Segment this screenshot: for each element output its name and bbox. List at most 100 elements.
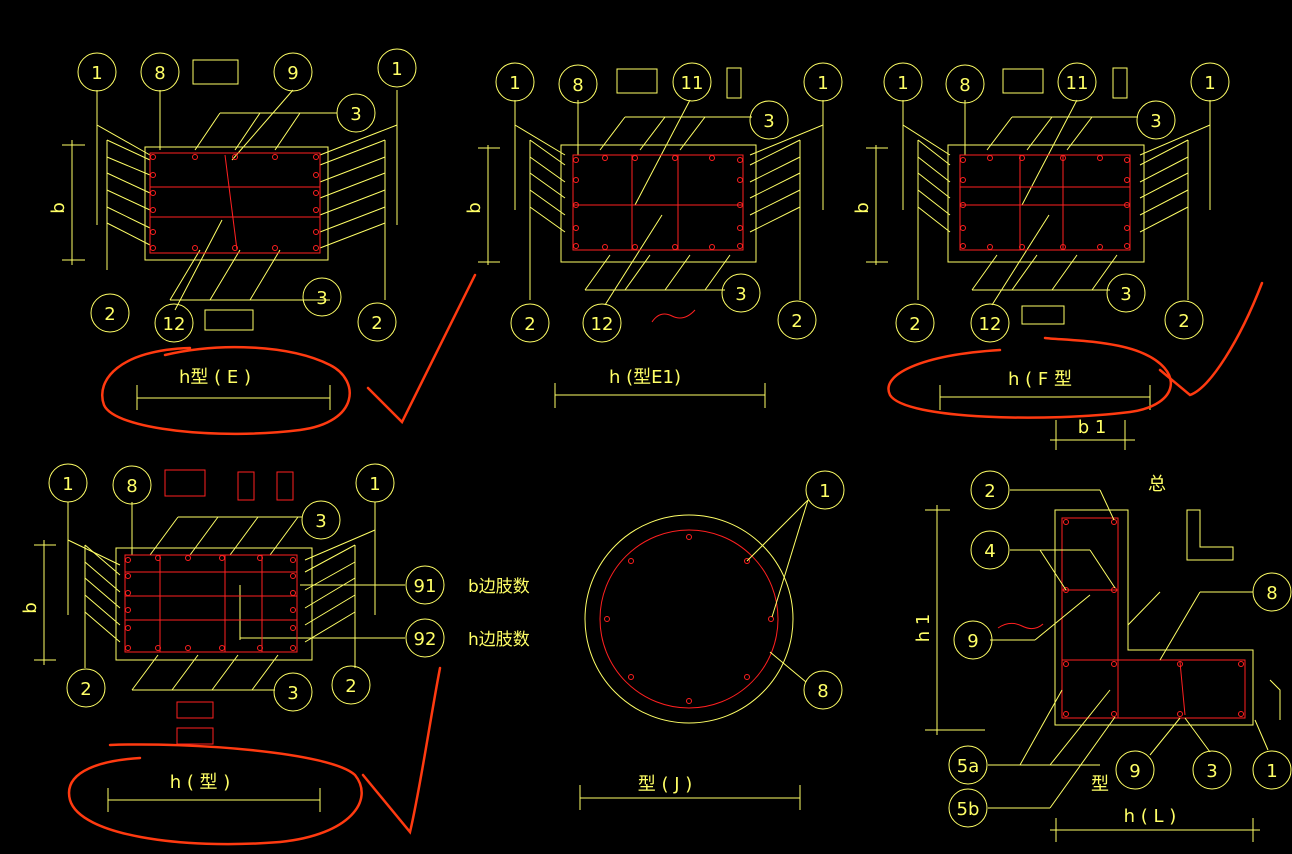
tie-detail-box [276,471,294,501]
hook-symbol [651,309,696,323]
stirrup-cage [124,554,298,653]
rebar-dots [1063,519,1244,717]
column-outline [144,146,329,261]
column-outline [560,144,757,263]
callout-3: 3 [1150,111,1161,132]
leader-lines [579,499,809,810]
stirrup-cage [149,152,321,254]
circle-annotation [67,743,363,846]
callout-11: 11 [1066,73,1089,94]
type-caption: h ( 型 ) [170,772,231,793]
callout-1: 1 [897,73,908,94]
callout-3: 3 [287,683,298,704]
callout-bubbles [883,62,1230,343]
callout-2: 2 [524,314,535,335]
panel-type-e: 1 8 9 3 1 2 12 3 2 b h型 ( E ) [48,48,417,410]
callout-12: 12 [591,314,614,335]
panel-type-g: 1 8 3 1 91 92 2 3 2 b h ( 型 ) b边肢数 h边肢数 [20,463,530,812]
stirrup-cage [959,154,1131,251]
stirrup-detail-box [1002,68,1044,94]
callout-8: 8 [1266,583,1277,604]
stirrup-detail-box [192,59,239,85]
column-outline [1054,509,1254,726]
circle-annotation [101,345,351,436]
callout-1: 1 [91,63,102,84]
dimension-b-label: b [20,602,41,613]
stirrup-cage [1061,517,1246,719]
l-tie-detail [1186,509,1234,561]
tie-detail-box [176,727,214,745]
tie-detail-box [1021,305,1065,325]
type-caption-prefix: 型 [1091,774,1109,795]
callout-1: 1 [819,481,830,502]
callout-3: 3 [350,104,361,125]
callout-2: 2 [104,304,115,325]
callout-4: 4 [984,541,995,562]
callout-8: 8 [154,63,165,84]
check-mark [366,273,477,425]
leader-lines [478,99,824,408]
callout-2: 2 [1178,311,1189,332]
callout-2: 2 [345,676,356,697]
callout-3: 3 [1206,761,1217,782]
leader-lines [62,89,398,410]
rebar-dots [125,555,296,651]
callout-2: 2 [909,314,920,335]
callout-1: 1 [369,474,380,495]
callout-8: 8 [572,75,583,96]
type-caption: h ( F 型 [1008,369,1072,390]
callout-1: 1 [509,73,520,94]
callout-bubbles [77,48,417,343]
callout-2: 2 [984,481,995,502]
callout-1: 1 [391,59,402,80]
dimension-b-label: b [464,202,485,213]
circle-annotation [887,336,1172,419]
callout-12: 12 [979,314,1002,335]
callout-1: 1 [62,474,73,495]
panel-type-e1: 1 8 11 1 3 2 12 3 2 b h (型E1) [464,62,843,408]
check-mark [361,666,442,835]
stirrup-detail-box [164,469,206,497]
stirrup-detail-box [616,68,658,94]
rebar-dots [573,155,743,250]
leader-lines [866,99,1211,450]
callout-5a: 5a [957,756,979,777]
callout-2: 2 [791,311,802,332]
callout-3: 3 [316,288,327,309]
callout-8: 8 [817,681,828,702]
dimension-b-label: b [48,202,69,213]
type-caption: h (型E1) [609,367,681,388]
spiral-stirrup [599,529,779,709]
tie-detail-box [204,309,254,331]
dimension-b-label: b [852,202,873,213]
glyph-label: 总 [1148,474,1166,495]
callout-5b: 5b [957,799,980,820]
check-mark [1158,281,1264,397]
column-outline [947,144,1145,263]
callout-1: 1 [1266,761,1277,782]
type-caption: h型 ( E ) [179,367,251,388]
rebar-dots [960,155,1130,250]
h-leg-count-label: h边肢数 [468,630,530,650]
red-markups [67,273,1264,846]
rebar-dots [604,534,774,704]
callout-2: 2 [80,679,91,700]
callout-91: 91 [414,576,437,597]
panel-type-l: 2 4 9 8 5a 5b 9 3 1 总 h 1 型 h ( L ) [913,470,1292,842]
tie-detail-box [237,471,255,501]
callout-9: 9 [967,631,978,652]
panel-type-f: 1 8 11 1 3 2 12 3 2 b h ( F 型 b 1 [852,62,1230,450]
tie-detail-box [1112,67,1128,99]
stirrup-cage [572,154,744,251]
hook-symbol [997,622,1044,630]
tie-detail-box [176,701,214,719]
b-leg-count-label: b边肢数 [468,577,530,597]
callout-9: 9 [287,63,298,84]
leader-lines [925,489,1281,842]
callout-2: 2 [371,313,382,334]
callout-11: 11 [681,73,704,94]
tie-detail-box [726,67,742,99]
rebar-dots [150,154,319,251]
callout-1: 1 [1204,73,1215,94]
